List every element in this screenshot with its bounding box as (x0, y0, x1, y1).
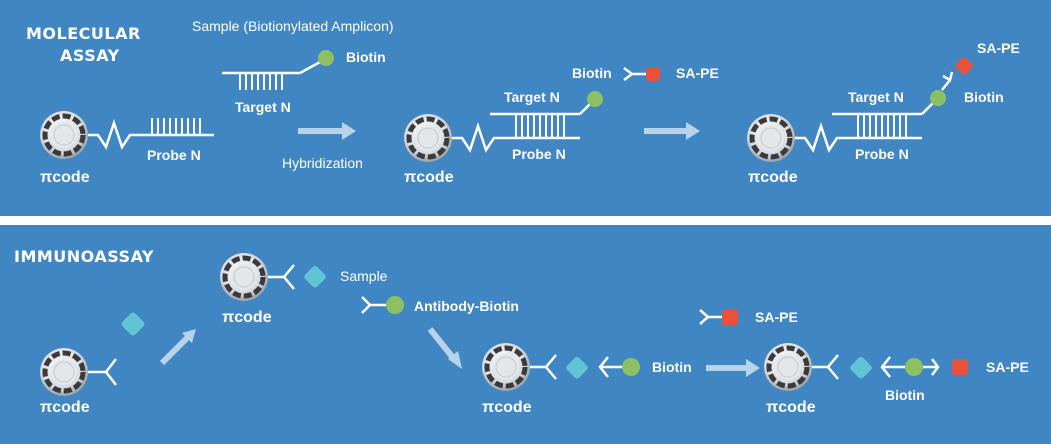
antibody-biotin-icon (361, 296, 404, 314)
immuno-step1-picode-label: πcode (40, 399, 90, 416)
immuno-step2-bead-icon (220, 253, 268, 301)
immuno-step4-antibody-icon (812, 354, 839, 380)
sample-label: Sample (Biotionylated Amplicon) (192, 18, 394, 34)
immuno-step4-antigen-icon (850, 356, 872, 379)
immuno-step4-sape-label: SA-PE (986, 359, 1029, 375)
step2-bead-icon (404, 114, 452, 162)
molecular-diagram (0, 50, 973, 216)
step3-duplex-teeth (857, 114, 907, 138)
molecular-assay-panel: MOLECULAR ASSAY Sample (Biotionylated Am… (0, 0, 1051, 216)
step1-linker (88, 119, 214, 150)
step1-bead-icon (40, 111, 88, 159)
step2-picode-label: πcode (404, 169, 454, 186)
sample-biotin-dot (318, 50, 334, 66)
immuno-arrow-2 (427, 327, 462, 369)
step3-sape-label: SA-PE (977, 40, 1020, 56)
sample-label: Sample (340, 268, 388, 284)
step3-probe-label: Probe N (855, 146, 909, 162)
free-antigen-icon (121, 312, 145, 336)
sample-biotin-label: Biotin (346, 49, 386, 65)
immuno-step4-bead-icon (764, 343, 812, 391)
immuno-step3-detection-icon (598, 356, 640, 378)
immuno-step3-picode-label: πcode (482, 399, 532, 416)
antibody-biotin-label: Antibody-Biotin (414, 298, 519, 314)
step2-probe-label: Probe N (512, 146, 566, 162)
step3-linker (795, 122, 922, 153)
hybridization-arrow (298, 122, 356, 140)
immuno-step1-antibody-icon (88, 358, 117, 386)
immuno-sape-reagent-icon (699, 309, 738, 325)
step2-duplex-teeth (515, 114, 565, 138)
immuno-step4-picode-label: πcode (766, 399, 816, 416)
molecular-title-line1: MOLECULAR (26, 24, 141, 43)
immuno-step4-detection-icon (880, 356, 968, 378)
immuno-step1-bead-icon (40, 348, 88, 396)
immunoassay-panel: IMMUNOASSAY πcode Sample πcode Antibody-… (0, 225, 1051, 444)
hybridization-label: Hybridization (282, 155, 363, 171)
immunoassay-diagram (0, 225, 968, 444)
step3-bead-icon (747, 114, 795, 162)
immuno-arrow-1 (159, 329, 196, 366)
immuno-arrow-3 (706, 359, 760, 377)
immuno-step4-biotin-label: Biotin (885, 387, 925, 403)
sample-teeth (239, 73, 283, 90)
immuno-sape-reagent-label: SA-PE (755, 309, 798, 325)
step1-probe-label: Probe N (147, 147, 201, 163)
immuno-step3-bead-icon (482, 343, 530, 391)
step3-biotin-dot (930, 90, 946, 106)
step3-picode-label: πcode (748, 169, 798, 186)
captured-sample-icon (304, 265, 326, 288)
step3-target-label: Target N (848, 89, 904, 105)
step2-sape-label: SA-PE (676, 65, 719, 81)
immuno-step3-antibody-icon (530, 354, 557, 380)
molecular-title-line2: ASSAY (60, 46, 120, 65)
step2-linker (452, 122, 580, 153)
immuno-step2-picode-label: πcode (222, 309, 272, 326)
immunoassay-title: IMMUNOASSAY (14, 247, 154, 266)
immuno-step3-biotin-label: Biotin (652, 359, 692, 375)
immuno-step3-antigen-icon (566, 356, 588, 379)
step2-sape-icon (623, 67, 660, 81)
immuno-step2-antibody-icon (268, 264, 295, 290)
step-arrow-2 (644, 122, 700, 140)
step3-sape-icon (941, 57, 973, 91)
step2-biotin-label: Biotin (572, 65, 612, 81)
step2-biotin-dot (587, 91, 603, 107)
step1-probe-teeth (151, 118, 201, 135)
sample-target-label: Target N (235, 99, 291, 115)
step3-biotin-label: Biotin (964, 89, 1004, 105)
step1-picode-label: πcode (40, 169, 90, 186)
step2-target-label: Target N (504, 89, 560, 105)
